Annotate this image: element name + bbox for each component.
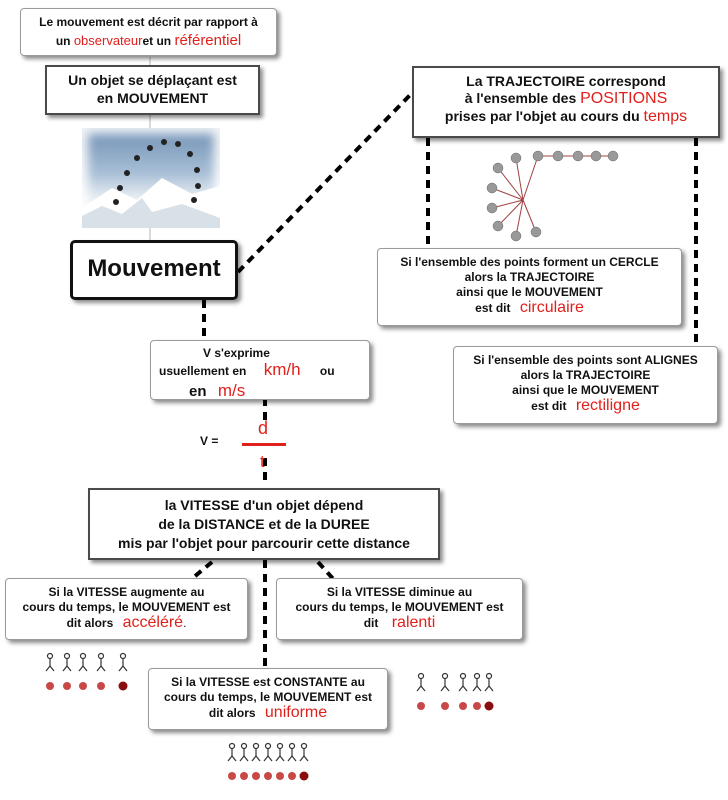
rectilinear-word: rectiligne	[575, 397, 640, 414]
accelerated-box: Si la VITESSE augmente au cours du temps…	[5, 578, 248, 640]
moving-line1: Un objet se déplaçant est	[68, 72, 237, 88]
main-title: Mouvement	[87, 255, 221, 282]
uniform-line2: cours du temps, le MOUVEMENT est	[163, 690, 373, 704]
skier-photo	[82, 128, 220, 228]
speed-line2: de la DISTANCE et de la DUREE	[158, 516, 370, 532]
main-concept-box: Mouvement	[70, 240, 238, 300]
circular-word: circulaire	[519, 299, 584, 316]
circular-trajectory-illustration	[486, 150, 619, 242]
speed-line3: mis par l'objet pour parcourir cette dis…	[118, 535, 410, 551]
uniform-runners-illustration	[226, 742, 316, 784]
circular-motion-box: Si l'ensemble des points forment un CERC…	[377, 248, 682, 326]
speed-formula: V = d t	[200, 418, 310, 476]
uniform-box: Si la VITESSE est CONSTANTE au cours du …	[148, 668, 388, 730]
decelerated-word: ralenti	[391, 614, 436, 631]
speed-definition-box: la VITESSE d'un objet dépend de la DISTA…	[88, 488, 440, 560]
observer-box: Le mouvement est décrit par rapport à un…	[20, 8, 277, 56]
rectilinear-line4-prefix: est dit	[531, 399, 567, 413]
decelerated-box: Si la VITESSE diminue au cours du temps,…	[276, 578, 523, 640]
referential-word: référentiel	[174, 32, 242, 49]
accelerating-runners-illustration	[45, 652, 135, 694]
observer-prefix: un	[55, 34, 74, 48]
accelerated-line2: cours du temps, le MOUVEMENT est	[22, 600, 231, 614]
units-line1: V s'exprime	[203, 346, 270, 360]
decelerated-line1: Si la VITESSE diminue au	[326, 585, 473, 599]
observer-line1: Le mouvement est décrit par rapport à	[39, 15, 258, 29]
observer-word: observateur	[73, 33, 143, 48]
observer-mid: et un	[142, 34, 175, 48]
circular-line3: ainsi que le MOUVEMENT	[456, 285, 603, 299]
formula-lhs: V =	[200, 434, 219, 448]
time-word: temps	[643, 108, 688, 125]
trajectory-box: La TRAJECTOIRE correspond à l'ensemble d…	[412, 66, 720, 138]
accelerated-line1: Si la VITESSE augmente au	[48, 585, 205, 599]
moving-line2: en MOUVEMENT	[96, 90, 209, 106]
accelerated-suffix: .	[183, 616, 187, 630]
decelerated-line2: cours du temps, le MOUVEMENT est	[295, 600, 504, 614]
decelerating-runners-illustration	[415, 672, 500, 714]
trajectory-line2-prefix: à l'ensemble des	[464, 90, 581, 106]
speed-line1: la VITESSE d'un objet dépend	[164, 497, 364, 513]
units-box: V s'exprime usuellement en km/h ou en m/…	[150, 340, 370, 400]
kmh-unit: km/h	[263, 360, 301, 379]
ms-unit: m/s	[217, 381, 246, 400]
rectilinear-line2: alors la TRAJECTOIRE	[520, 368, 651, 382]
trajectory-line3-prefix: prises par l'objet au cours du	[444, 108, 644, 124]
rectilinear-line1: Si l'ensemble des points sont ALIGNES	[473, 353, 698, 367]
uniform-line3-prefix: dit alors	[208, 706, 256, 720]
fraction-bar	[242, 443, 286, 446]
rectilinear-line3: ainsi que le MOUVEMENT	[512, 383, 659, 397]
moving-object-box: Un objet se déplaçant est en MOUVEMENT	[45, 65, 260, 115]
circular-line4-prefix: est dit	[475, 301, 511, 315]
uniform-word: uniforme	[264, 704, 328, 721]
rectilinear-motion-box: Si l'ensemble des points sont ALIGNES al…	[453, 346, 718, 424]
accelerated-word: accéléré	[122, 614, 184, 631]
decelerated-line3-prefix: dit	[363, 616, 379, 630]
units-en: en	[189, 383, 207, 400]
units-or: ou	[319, 364, 335, 378]
formula-denominator: t	[260, 452, 265, 471]
circular-line1: Si l'ensemble des points forment un CERC…	[400, 255, 659, 269]
trajectory-line1: La TRAJECTOIRE correspond	[466, 73, 666, 89]
accelerated-line3-prefix: dit alors	[66, 616, 114, 630]
formula-numerator: d	[258, 418, 269, 438]
positions-word: POSITIONS	[580, 90, 668, 107]
units-line2-prefix: usuellement en	[159, 364, 247, 378]
uniform-line1: Si la VITESSE est CONSTANTE au	[171, 675, 365, 689]
circular-line2: alors la TRAJECTOIRE	[464, 270, 595, 284]
